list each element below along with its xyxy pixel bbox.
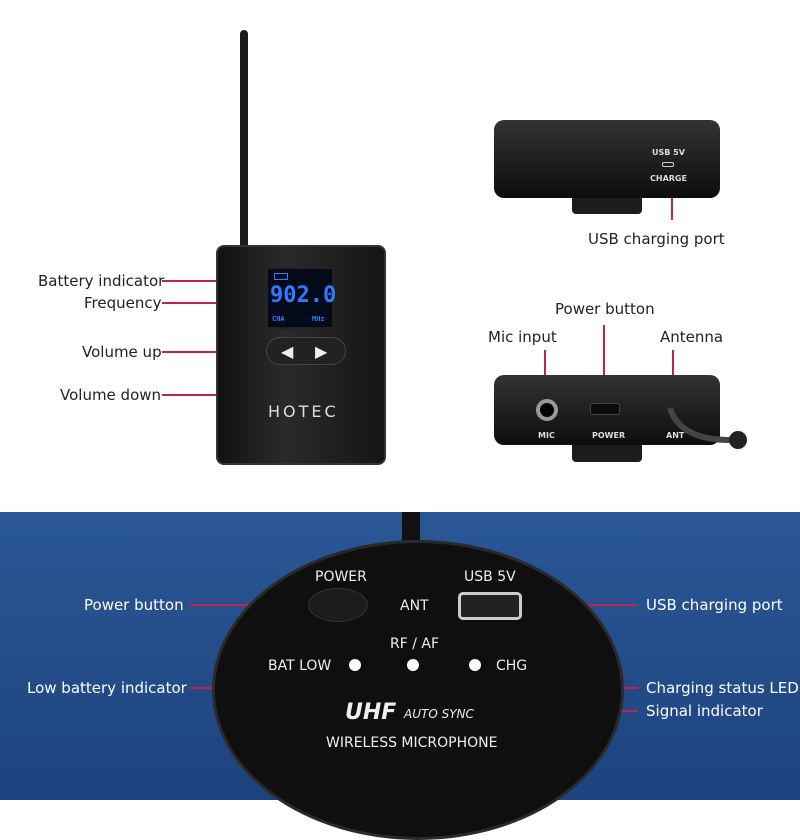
receiver-panel [212,540,624,840]
mic-jack-icon [536,399,558,421]
charging-led [469,659,481,671]
label-volume-down: Volume down [60,386,162,404]
ant-print: ANT [666,431,685,440]
bodypack-transmitter: 902.0 CHA MHz ◀ ▶ HOTEC [216,245,386,465]
rf-af-print: RF / AF [390,636,440,652]
usb-5v-print: USB 5V [464,569,516,585]
label-mic-input: Mic input [488,328,557,346]
label-antenna: Antenna [660,328,724,346]
power-print: POWER [592,431,626,440]
signal-led [407,659,419,671]
chg-print: CHG [496,658,528,674]
ant-print: ANT [400,598,429,614]
label-usb-charging-port: USB charging port [588,230,725,248]
lcd-unit: MHz [312,315,325,323]
volume-up-button[interactable]: ◀ [281,342,294,361]
antenna-cable [667,406,747,449]
label-usb-charging-port: USB charging port [646,596,783,614]
charge-print: CHARGE [650,174,687,183]
usb-port-icon [662,162,674,167]
lcd-frequency: 902.0 [270,283,337,308]
mic-print: MIC [538,431,555,440]
brand-logo: HOTEC [268,402,339,421]
lcd-screen: 902.0 CHA MHz [266,267,337,329]
usb-port[interactable] [458,592,522,620]
label-signal-indicator: Signal indicator [646,702,763,720]
label-power-button: Power button [84,596,184,614]
low-battery-led [349,659,361,671]
label-charging-led: Charging status LED [646,679,799,697]
lcd-channel: CHA [272,315,285,323]
label-volume-up: Volume up [82,343,162,361]
wireless-microphone-print: WIRELESS MICROPHONE [326,735,498,751]
label-frequency: Frequency [84,294,162,312]
label-low-battery: Low battery indicator [27,679,187,697]
belt-clip [572,440,642,462]
auto-sync-print: AUTO SYNC [404,707,474,721]
volume-down-button[interactable]: ▶ [315,342,328,361]
uhf-logo: UHF [345,700,397,725]
power-switch[interactable] [590,403,620,415]
battery-icon [274,273,288,280]
label-battery-indicator: Battery indicator [38,272,165,290]
usb-5v-print: USB 5V [652,148,685,157]
bat-low-print: BAT LOW [268,658,332,674]
antenna [240,30,248,250]
label-power-button: Power button [555,300,655,318]
power-button[interactable] [308,588,368,622]
charge-side-view: USB 5V CHARGE [494,120,720,198]
top-side-view: MIC POWER ANT [494,375,720,445]
volume-buttons: ◀ ▶ [266,337,346,365]
power-print: POWER [315,569,367,585]
